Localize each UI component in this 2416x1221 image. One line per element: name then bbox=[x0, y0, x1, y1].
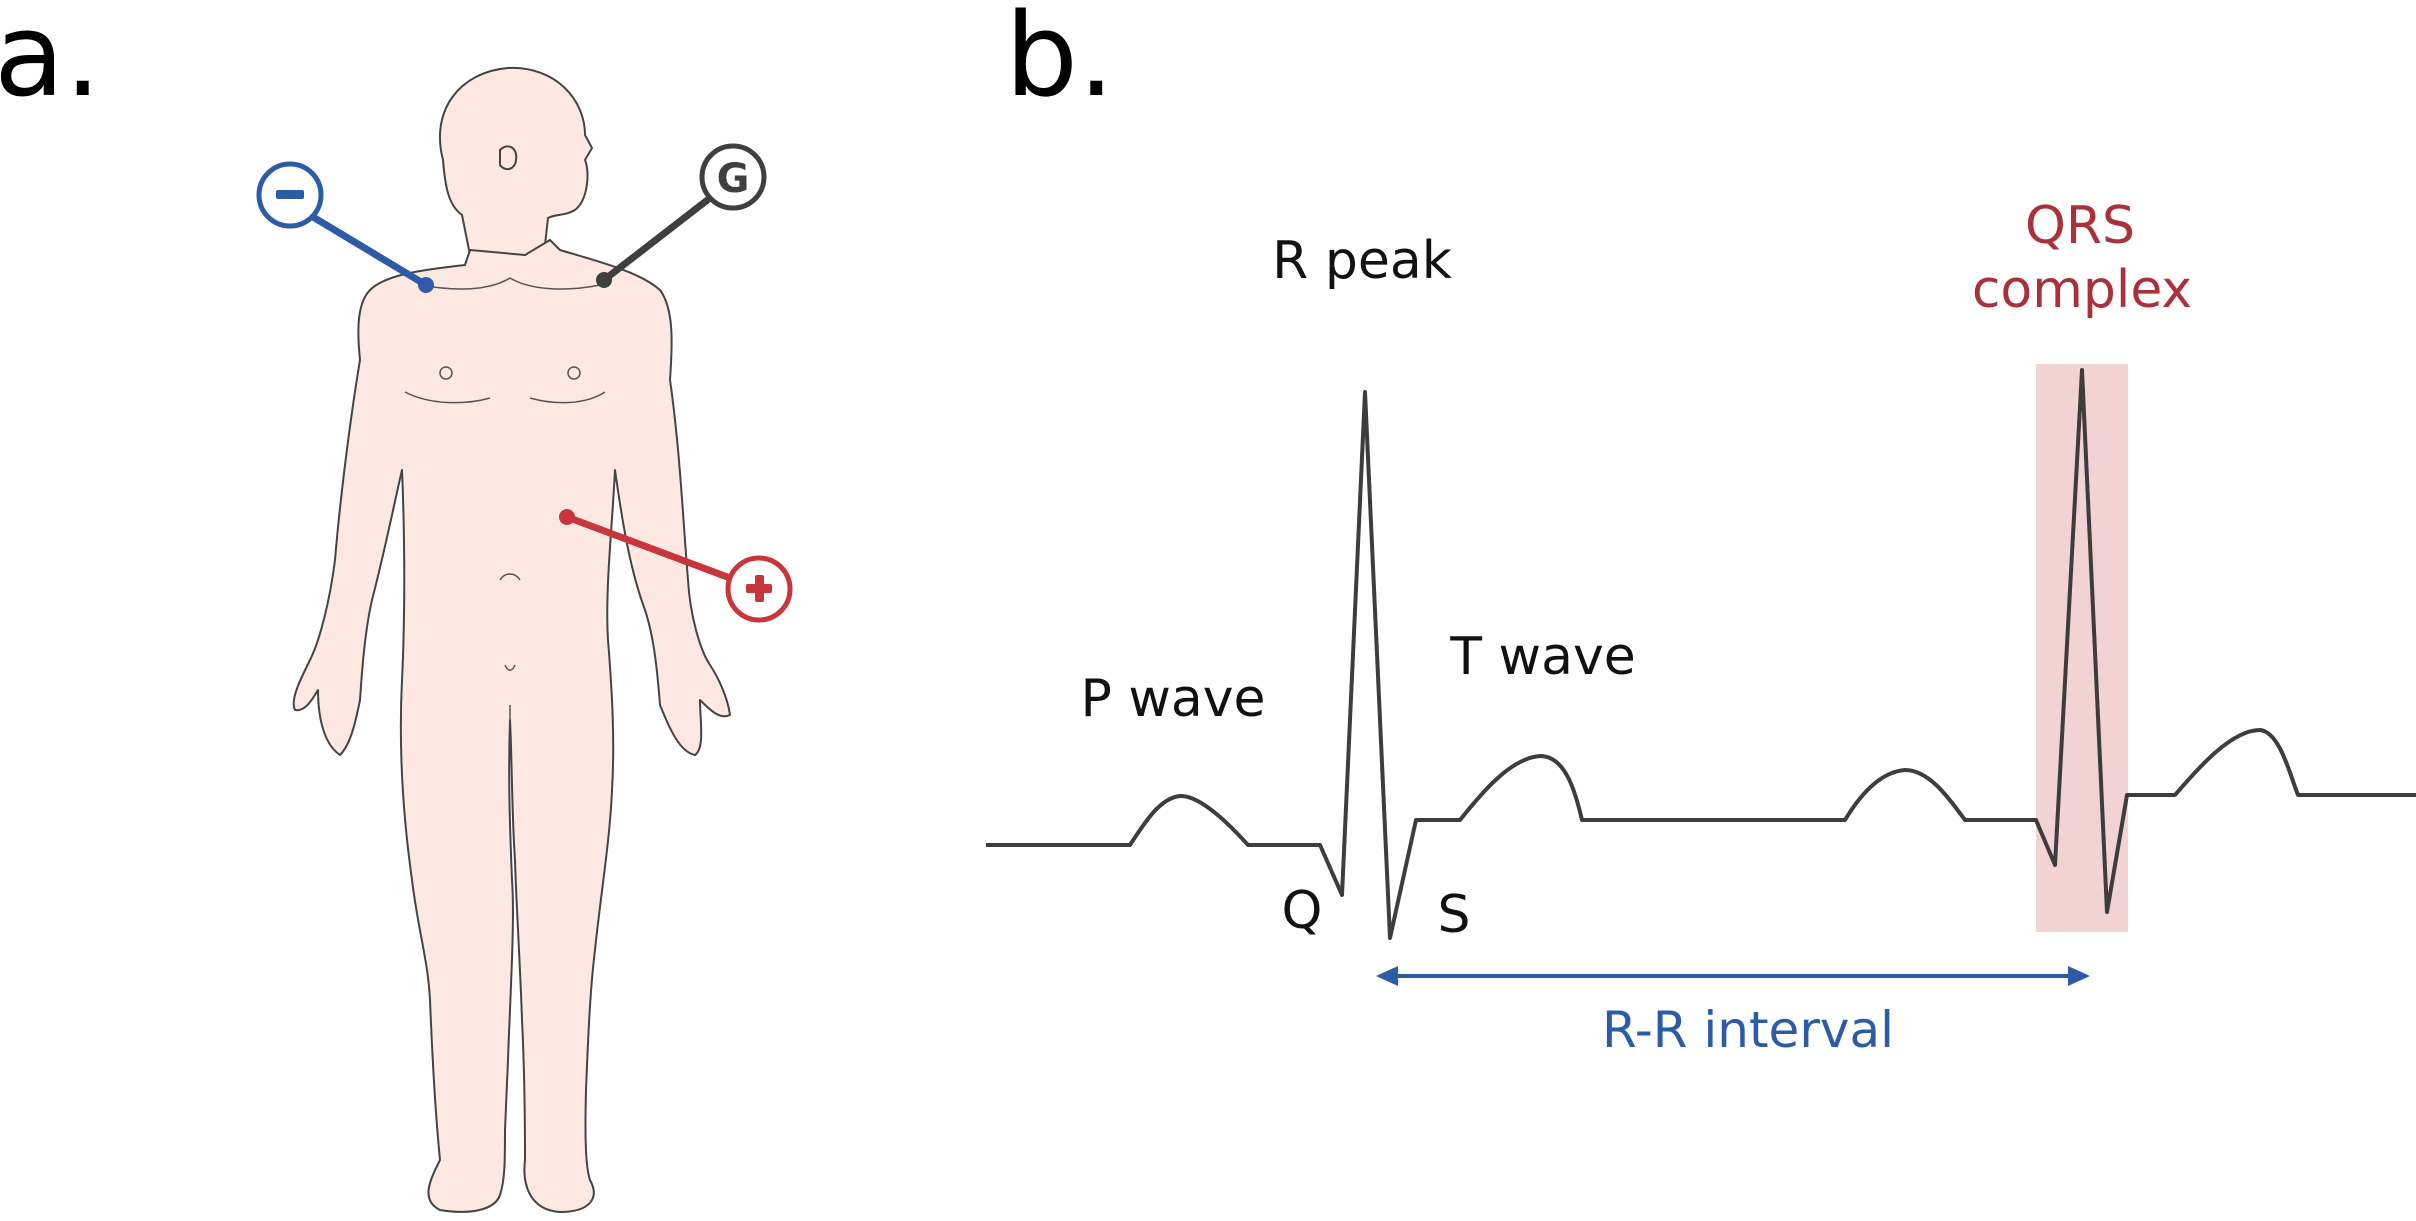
q-label: Q bbox=[1282, 881, 1323, 941]
body-silhouette bbox=[292, 239, 731, 1213]
s-label: S bbox=[1437, 885, 1470, 945]
rr-interval-arrow bbox=[1376, 966, 2090, 986]
electrode-negative-contact bbox=[418, 277, 434, 293]
body-collar-line bbox=[419, 277, 601, 290]
electrode-ground-lead bbox=[601, 195, 713, 283]
qrs-highlight-band bbox=[2036, 364, 2128, 932]
electrode-negative bbox=[256, 161, 434, 293]
body-nipple-right bbox=[567, 366, 581, 380]
p-wave-label: P wave bbox=[1080, 669, 1265, 729]
body-pec-line-right bbox=[529, 391, 606, 404]
r-peak-label: R peak bbox=[1272, 231, 1452, 291]
qrs-label-line1: QRS bbox=[2025, 196, 2135, 256]
panel-b-label: b. bbox=[1005, 0, 1115, 123]
minus-icon bbox=[276, 190, 304, 199]
plus-icon bbox=[755, 575, 764, 602]
electrode-positive-lead bbox=[565, 513, 732, 582]
ecg-waveform bbox=[986, 368, 2416, 940]
qrs-label-line2: complex bbox=[1972, 260, 2192, 320]
rr-arrowhead-right bbox=[2068, 966, 2090, 986]
t-wave-label: T wave bbox=[1449, 627, 1635, 687]
human-body-figure bbox=[292, 66, 731, 1213]
body-pec-line-left bbox=[404, 391, 491, 404]
body-nipple-left bbox=[439, 366, 453, 380]
rr-arrowhead-left bbox=[1376, 966, 1398, 986]
electrode-positive bbox=[559, 509, 793, 623]
electrode-positive-contact bbox=[559, 509, 575, 525]
panel-a-label: a. bbox=[0, 0, 101, 123]
rr-interval-label: R-R interval bbox=[1602, 1001, 1894, 1059]
body-ear bbox=[499, 145, 518, 171]
electrode-ground-ring bbox=[699, 143, 767, 211]
body-navel bbox=[499, 573, 521, 581]
electrode-ground-contact bbox=[596, 272, 612, 288]
electrode-ground: G bbox=[596, 143, 767, 288]
body-groin-line bbox=[504, 664, 516, 671]
ground-letter-icon: G bbox=[717, 156, 750, 202]
electrode-negative-lead bbox=[311, 214, 428, 288]
